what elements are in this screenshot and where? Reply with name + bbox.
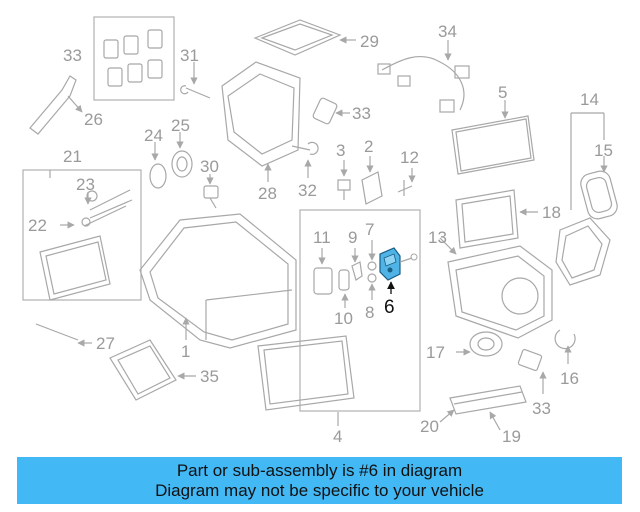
part-22-core — [39, 189, 133, 301]
callout-30: 30 — [200, 157, 219, 176]
callout-4: 4 — [333, 427, 342, 446]
callout-33a: 33 — [63, 46, 82, 65]
part-14-housing — [555, 217, 611, 286]
callout-33c: 33 — [532, 399, 551, 418]
group-box-33 — [93, 16, 175, 101]
part-7-8-rings — [367, 240, 377, 300]
part-11-valve — [313, 248, 333, 295]
part-34-harness — [377, 40, 470, 113]
part-9-clip — [351, 248, 363, 281]
part-16-clip — [554, 329, 576, 364]
callout-14: 14 — [580, 90, 599, 109]
callout-24: 24 — [144, 126, 163, 145]
callout-16: 16 — [560, 369, 579, 388]
part-6-expansion-valve[interactable] — [379, 247, 418, 294]
callout-9: 9 — [348, 228, 357, 247]
part-28-housing — [221, 61, 301, 182]
part-33-module — [517, 349, 547, 394]
part-31-screw — [180, 62, 211, 99]
part-12-screw — [397, 168, 416, 196]
callout-31: 31 — [180, 46, 199, 65]
part-18-filter — [455, 189, 538, 249]
callout-11: 11 — [313, 228, 331, 247]
callout-34: 34 — [438, 22, 457, 41]
callout-27: 27 — [96, 334, 115, 353]
banner-line-2: Diagram may not be specific to your vehi… — [155, 480, 484, 500]
group-box-4 — [299, 209, 421, 412]
callout-labels: 33 31 26 29 34 33 5 14 15 24 25 21 30 28… — [28, 22, 613, 446]
callout-1: 1 — [181, 342, 190, 361]
part-30-sensor — [203, 174, 219, 209]
part-5-frame — [451, 100, 535, 175]
group-box-21 — [22, 169, 142, 301]
callout-23: 23 — [76, 175, 95, 194]
part-13-housing — [439, 237, 553, 339]
callout-12: 12 — [400, 148, 419, 167]
callout-6[interactable]: 6 — [384, 297, 395, 318]
callout-8: 8 — [365, 303, 374, 322]
callout-26: 26 — [84, 110, 103, 129]
callout-17: 17 — [426, 343, 445, 362]
callout-32: 32 — [298, 181, 317, 200]
banner-line-1: Part or sub-assembly is #6 in diagram — [176, 460, 463, 480]
part-10-seal — [338, 269, 350, 308]
callout-19: 19 — [502, 427, 521, 446]
callout-20: 20 — [420, 417, 439, 436]
callout-13: 13 — [428, 228, 447, 247]
bracket-14 — [570, 112, 605, 210]
callout-22: 22 — [28, 216, 47, 235]
callout-25: 25 — [171, 116, 190, 135]
callout-7: 7 — [365, 220, 374, 239]
callout-5: 5 — [498, 83, 507, 102]
part-2-bracket — [361, 156, 383, 205]
part-32-actuator — [291, 141, 319, 178]
part-4-evaporator — [257, 335, 355, 426]
part-29-filter — [253, 19, 356, 56]
part-24-grommet — [149, 142, 167, 189]
part-26-tool — [29, 75, 77, 135]
part-17-motor — [456, 331, 503, 357]
part-25-motor — [171, 132, 193, 178]
part-27-pipe — [35, 323, 92, 347]
part-33-relays — [103, 29, 163, 87]
callout-10: 10 — [334, 309, 353, 328]
part-33-connector — [312, 97, 350, 125]
callout-29: 29 — [360, 32, 379, 51]
info-banner: Part or sub-assembly is #6 in diagram Di… — [17, 457, 622, 504]
part-15-seal — [580, 156, 618, 220]
part-1-case — [139, 213, 297, 349]
part-3-bolt — [337, 160, 351, 200]
callout-3: 3 — [336, 141, 345, 160]
callout-33b: 33 — [352, 104, 371, 123]
callout-35: 35 — [200, 367, 219, 386]
part-19-strip — [439, 385, 527, 431]
callout-28: 28 — [258, 184, 277, 203]
callout-2: 2 — [364, 137, 373, 156]
callout-21: 21 — [63, 147, 82, 166]
part-35-heater — [109, 339, 196, 401]
callout-15: 15 — [594, 141, 613, 160]
callout-18: 18 — [542, 203, 561, 222]
